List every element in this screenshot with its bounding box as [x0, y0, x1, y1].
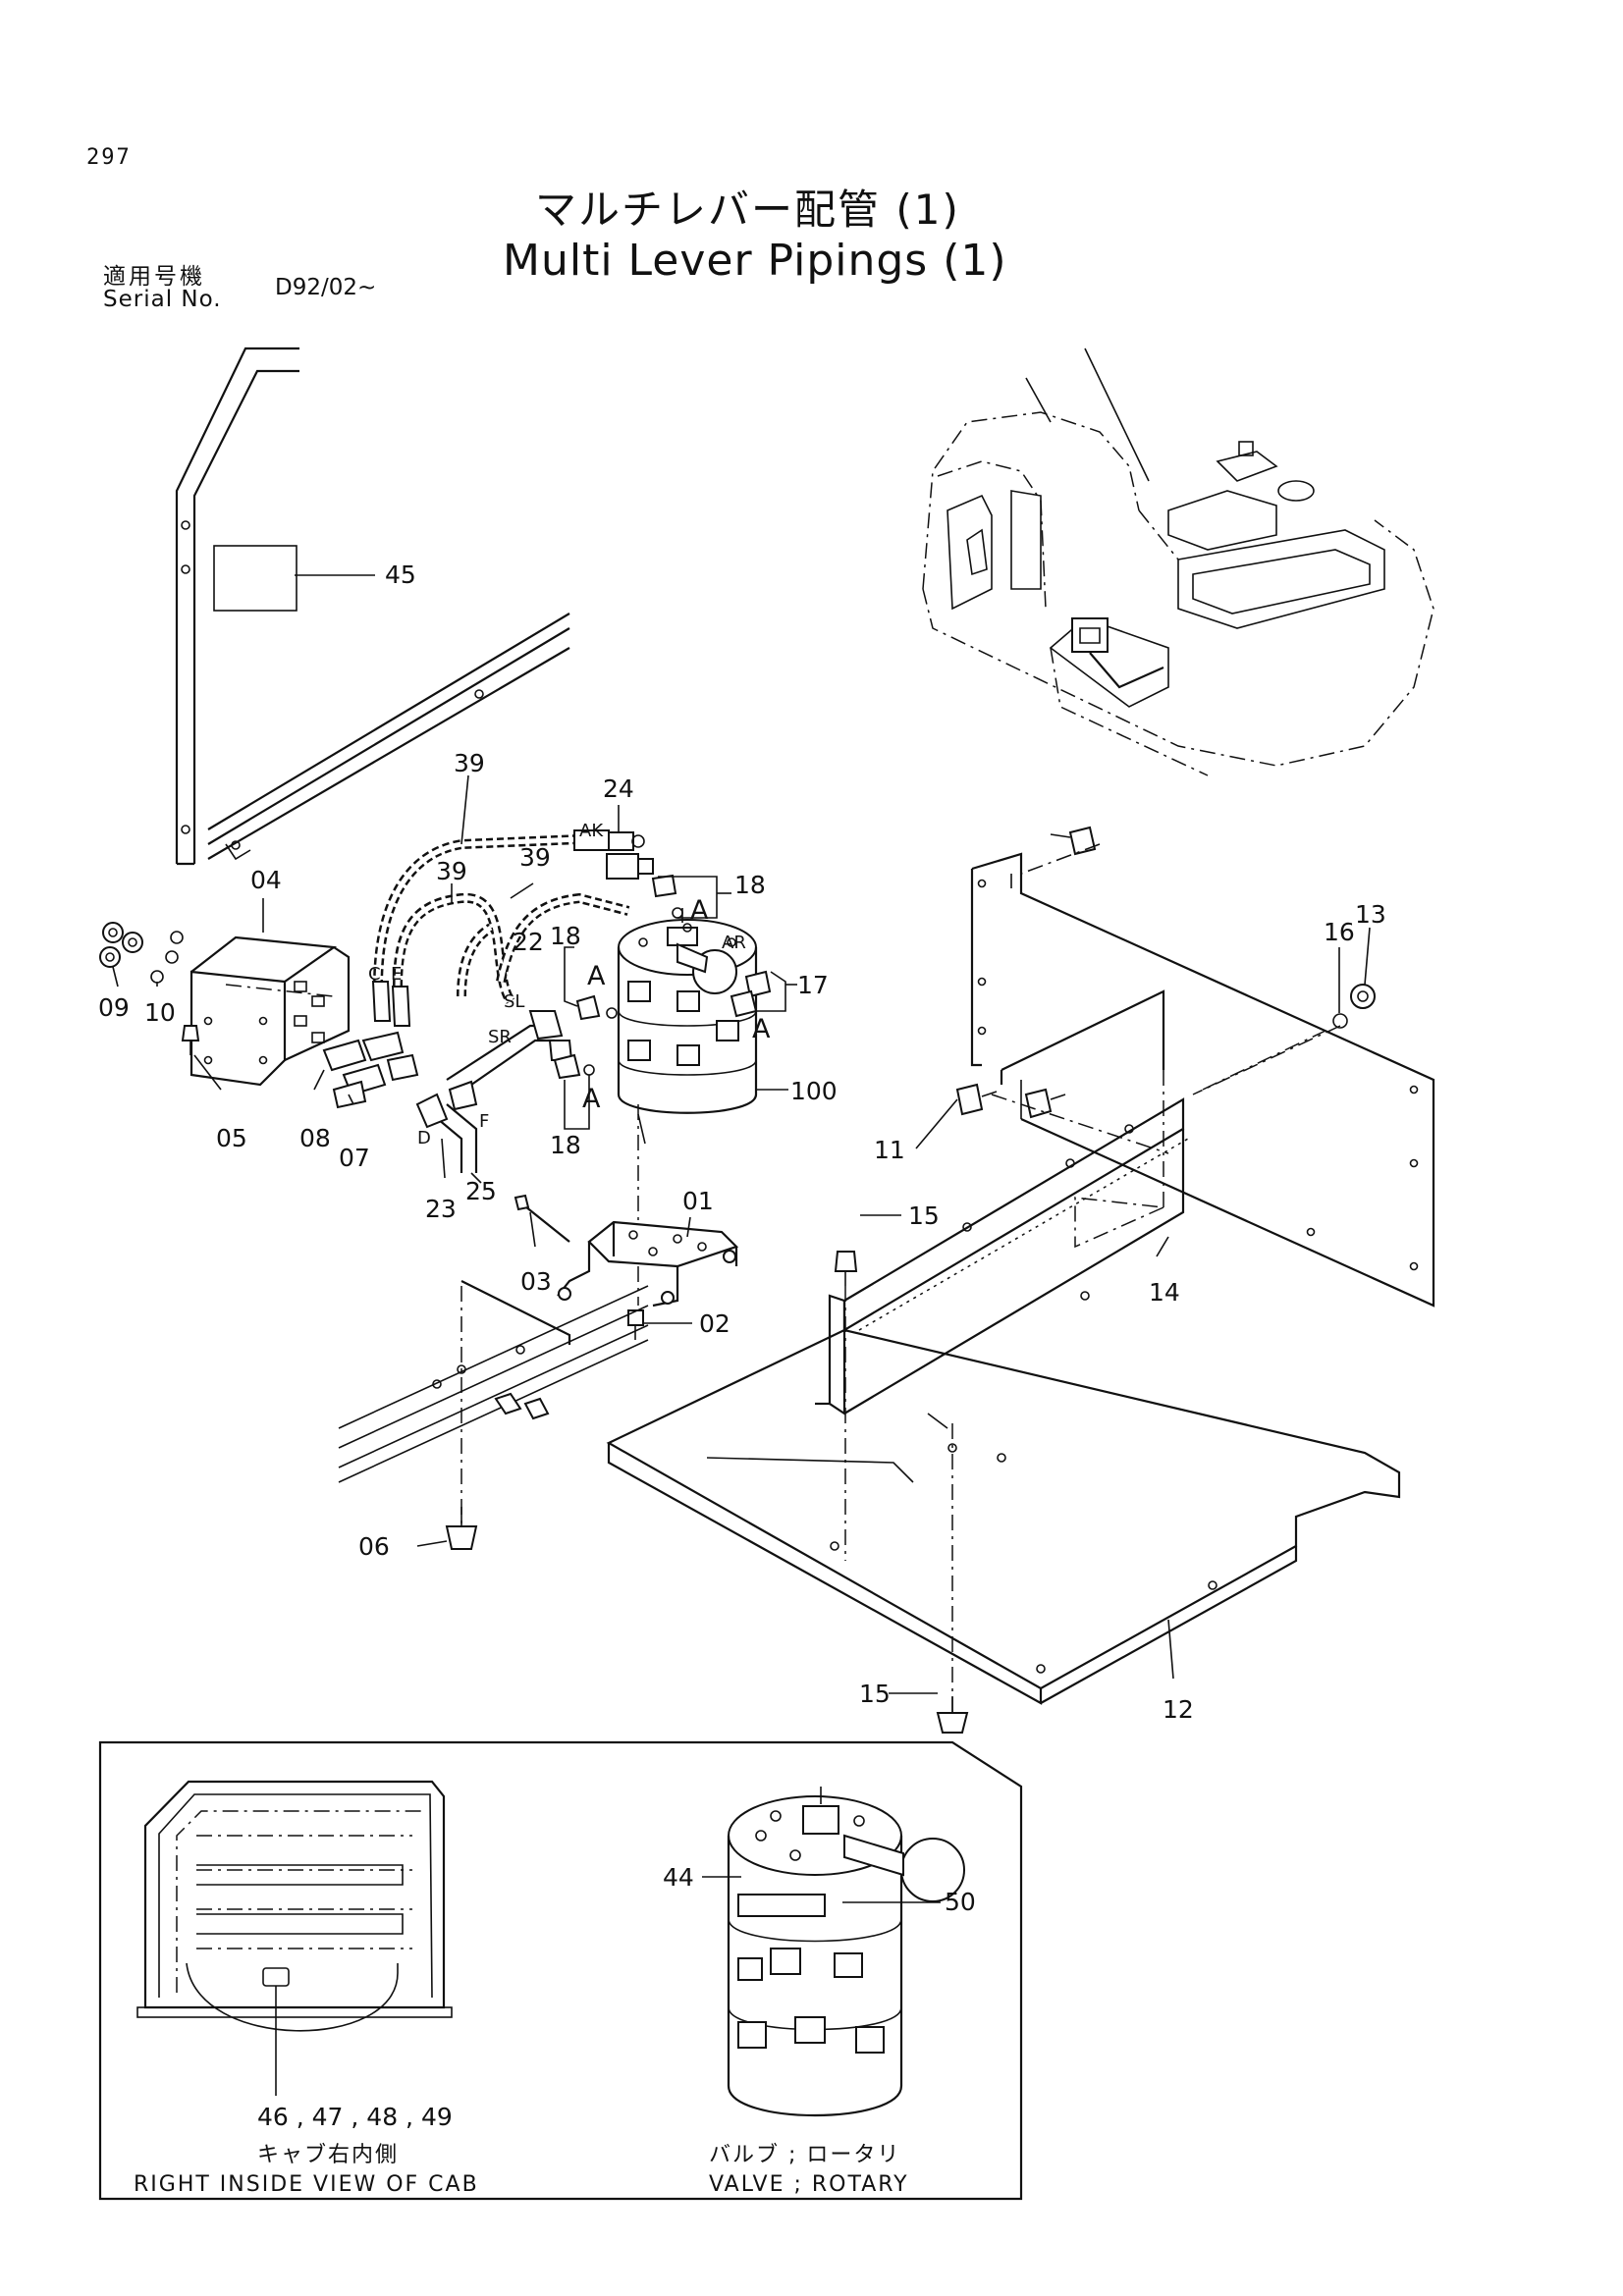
callout-03: 03	[520, 1267, 552, 1296]
callout-06: 06	[358, 1532, 390, 1561]
callout-02: 02	[699, 1309, 730, 1338]
inner-plate	[1000, 989, 1165, 1249]
callout-18-top: 18	[734, 871, 766, 899]
detail-inset-box	[98, 1740, 1023, 2201]
callout-39-top: 39	[454, 749, 485, 777]
rotary-valve-100	[617, 908, 758, 1114]
section-a-right: A	[752, 1014, 771, 1044]
callout-100: 100	[790, 1077, 838, 1105]
callout-39-left: 39	[436, 857, 467, 885]
leader-lines	[112, 574, 1371, 1694]
callout-12: 12	[1163, 1695, 1194, 1724]
nut-13	[1350, 984, 1376, 1009]
callout-16: 16	[1324, 918, 1355, 946]
bolt-11	[955, 1083, 1066, 1119]
page-number: 297	[86, 145, 132, 170]
port-c: C	[368, 964, 381, 985]
serial-label-english: Serial No.	[103, 287, 222, 312]
port-e: E	[391, 964, 402, 985]
callout-14: 14	[1149, 1278, 1180, 1307]
serial-label-japanese: 適用号機	[103, 264, 205, 290]
hoses-39	[373, 834, 630, 1004]
callout-44: 44	[663, 1863, 694, 1892]
port-sl: SL	[504, 991, 524, 1012]
callout-numbers: 45 39 39 39 24 18 18 18 22 17 100 04 09 …	[98, 561, 1386, 1724]
port-labels: AK AR SL SR C E D F A A A A	[368, 821, 771, 1148]
port-ak: AK	[579, 821, 604, 841]
hose-end-fittings	[371, 829, 645, 1027]
floor-plate-left	[338, 1280, 649, 1550]
washers-10	[150, 931, 184, 984]
rotary-valve-detail: 44 50 バルブ ; ロータリ VALVE ; ROTARY	[663, 1787, 976, 2197]
port-sr: SR	[488, 1027, 512, 1047]
wall-panel	[970, 852, 1435, 1308]
callout-08: 08	[299, 1124, 331, 1152]
cab-caption-en: RIGHT INSIDE VIEW OF CAB	[134, 2172, 479, 2197]
callout-18-bottom: 18	[550, 1131, 581, 1159]
callout-46-49: 46 , 47 , 48 , 49	[257, 2103, 453, 2131]
callout-15-lower: 15	[859, 1680, 891, 1708]
fittings-17-18	[553, 874, 772, 1080]
callout-24: 24	[603, 774, 634, 803]
callout-45: 45	[385, 561, 416, 589]
nuts-09	[99, 922, 143, 968]
callout-09: 09	[98, 993, 130, 1022]
callout-01: 01	[682, 1187, 714, 1215]
bolt-top-right	[1050, 826, 1097, 856]
callout-15-upper: 15	[908, 1201, 940, 1230]
bolt-05	[181, 1025, 200, 1055]
serial-number-value: D92/02~	[275, 275, 377, 300]
fittings-07-08	[322, 1031, 419, 1109]
bolt-03	[514, 1194, 570, 1243]
port-d: D	[417, 1128, 431, 1148]
cab-pillar-panel	[175, 347, 570, 866]
callout-10: 10	[144, 998, 176, 1027]
cover-14	[815, 1097, 1189, 1416]
callout-39-right: 39	[519, 843, 551, 872]
callout-50: 50	[945, 1888, 976, 1916]
callout-25: 25	[465, 1177, 497, 1205]
plate-12	[606, 1291, 1401, 1705]
excavator-overview-illustration	[922, 347, 1434, 776]
port-f: F	[479, 1111, 489, 1132]
callout-04: 04	[250, 866, 282, 894]
assembly-center-lines	[460, 843, 1341, 1713]
valve-caption-ja: バルブ ; ロータリ	[709, 2143, 900, 2167]
callout-18-mid: 18	[550, 922, 581, 950]
washer-16	[1332, 1013, 1348, 1029]
callout-13: 13	[1355, 900, 1386, 929]
callout-22: 22	[513, 928, 544, 956]
callout-05: 05	[216, 1124, 247, 1152]
valve-caption-en: VALVE ; ROTARY	[709, 2172, 909, 2197]
cab-caption-ja: キャブ右内側	[257, 2143, 399, 2167]
callout-17: 17	[797, 971, 829, 999]
callout-23: 23	[425, 1195, 457, 1223]
title-japanese: マルチレバー配管 (1)	[535, 186, 960, 234]
pipe-sl-sr-22	[415, 1010, 573, 1173]
section-a-mid: A	[587, 961, 606, 991]
section-a-bottom: A	[582, 1084, 601, 1114]
callout-11: 11	[874, 1136, 905, 1164]
stand-01	[557, 1220, 739, 1340]
fitting-24	[606, 853, 654, 880]
callout-07: 07	[339, 1144, 370, 1172]
bracket-04	[189, 935, 351, 1087]
bolt-15-upper	[834, 1251, 858, 1286]
port-ar: AR	[722, 933, 746, 953]
cab-right-inside-view: 46 , 47 , 48 , 49 キャブ右内側 RIGHT INSIDE VI…	[134, 1780, 479, 2197]
section-a-top: A	[690, 895, 709, 926]
title-english: Multi Lever Pipings (1)	[503, 236, 1007, 286]
